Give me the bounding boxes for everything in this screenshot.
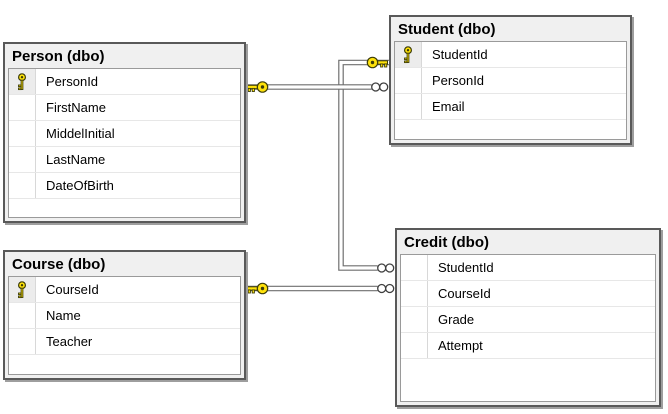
table-credit-title: Credit (dbo) xyxy=(404,233,489,251)
column-studentid-fk[interactable]: StudentId xyxy=(401,255,655,281)
column-courseid-fk[interactable]: CourseId xyxy=(401,281,655,307)
column-lastname[interactable]: LastName xyxy=(9,147,240,173)
table-course[interactable]: Course (dbo) CourseId Name Teacher xyxy=(3,250,246,380)
icon-cell xyxy=(9,121,36,146)
one-side-key-icon xyxy=(366,56,389,69)
table-person-title: Person (dbo) xyxy=(12,47,105,65)
icon-cell xyxy=(9,173,36,198)
table-person[interactable]: Person (dbo) PersonId FirstName MiddelIn… xyxy=(3,42,246,223)
column-studentid[interactable]: StudentId xyxy=(395,42,626,68)
table-credit[interactable]: Credit (dbo) StudentId CourseId Grade At… xyxy=(395,228,661,407)
pk-cell xyxy=(9,277,36,302)
column-name: Name xyxy=(46,308,81,323)
table-course-title: Course (dbo) xyxy=(12,255,106,273)
icon-cell xyxy=(395,94,422,119)
column-name: MiddelInitial xyxy=(46,126,115,141)
column-name: DateOfBirth xyxy=(46,178,114,193)
table-person-grid: PersonId FirstName MiddelInitial LastNam… xyxy=(8,68,241,218)
column-teacher[interactable]: Teacher xyxy=(9,329,240,355)
table-course-grid: CourseId Name Teacher xyxy=(8,276,241,375)
column-personid[interactable]: PersonId xyxy=(9,69,240,95)
column-name: PersonId xyxy=(46,74,99,89)
table-credit-grid: StudentId CourseId Grade Attempt xyxy=(400,254,656,402)
icon-cell xyxy=(9,329,36,354)
icon-cell xyxy=(9,95,36,120)
table-student-header[interactable]: Student (dbo) xyxy=(391,17,630,41)
many-side-infinity-icon xyxy=(377,263,395,273)
column-name: CourseId xyxy=(46,282,99,297)
column-name: FirstName xyxy=(46,100,106,115)
table-credit-header[interactable]: Credit (dbo) xyxy=(397,230,659,254)
column-name: LastName xyxy=(46,152,106,167)
column-middelinitial[interactable]: MiddelInitial xyxy=(9,121,240,147)
column-dateofbirth[interactable]: DateOfBirth xyxy=(9,173,240,199)
column-courseid[interactable]: CourseId xyxy=(9,277,240,303)
many-side-infinity-icon xyxy=(371,82,389,92)
relationship-student-credit[interactable] xyxy=(338,59,389,271)
icon-cell xyxy=(401,307,428,332)
table-student-title: Student (dbo) xyxy=(398,20,496,38)
column-name: StudentId xyxy=(438,260,494,275)
column-firstname[interactable]: FirstName xyxy=(9,95,240,121)
table-student-grid: StudentId PersonId Email xyxy=(394,41,627,140)
primary-key-icon xyxy=(16,281,28,299)
table-course-header[interactable]: Course (dbo) xyxy=(5,252,244,276)
column-name: Email xyxy=(432,99,465,114)
many-side-infinity-icon xyxy=(377,283,395,294)
icon-cell xyxy=(9,147,36,172)
icon-cell xyxy=(395,68,422,93)
icon-cell xyxy=(9,303,36,328)
icon-cell xyxy=(401,333,428,358)
column-name: CourseId xyxy=(438,286,491,301)
one-side-key-icon xyxy=(246,282,269,295)
column-name: Grade xyxy=(438,312,475,327)
primary-key-icon xyxy=(16,73,28,91)
column-grade[interactable]: Grade xyxy=(401,307,655,333)
column-name: PersonId xyxy=(432,73,485,88)
column-name: Attempt xyxy=(438,338,483,353)
icon-cell xyxy=(401,281,428,306)
one-side-key-icon xyxy=(246,81,269,93)
column-personid-fk[interactable]: PersonId xyxy=(395,68,626,94)
table-student[interactable]: Student (dbo) StudentId PersonId Email xyxy=(389,15,632,145)
table-person-header[interactable]: Person (dbo) xyxy=(5,44,244,68)
primary-key-icon xyxy=(402,46,414,64)
icon-cell xyxy=(401,255,428,280)
pk-cell xyxy=(9,69,36,94)
column-attempt[interactable]: Attempt xyxy=(401,333,655,359)
column-email[interactable]: Email xyxy=(395,94,626,120)
column-name: Teacher xyxy=(46,334,93,349)
column-coursename[interactable]: Name xyxy=(9,303,240,329)
pk-cell xyxy=(395,42,422,67)
column-name: StudentId xyxy=(432,47,488,62)
